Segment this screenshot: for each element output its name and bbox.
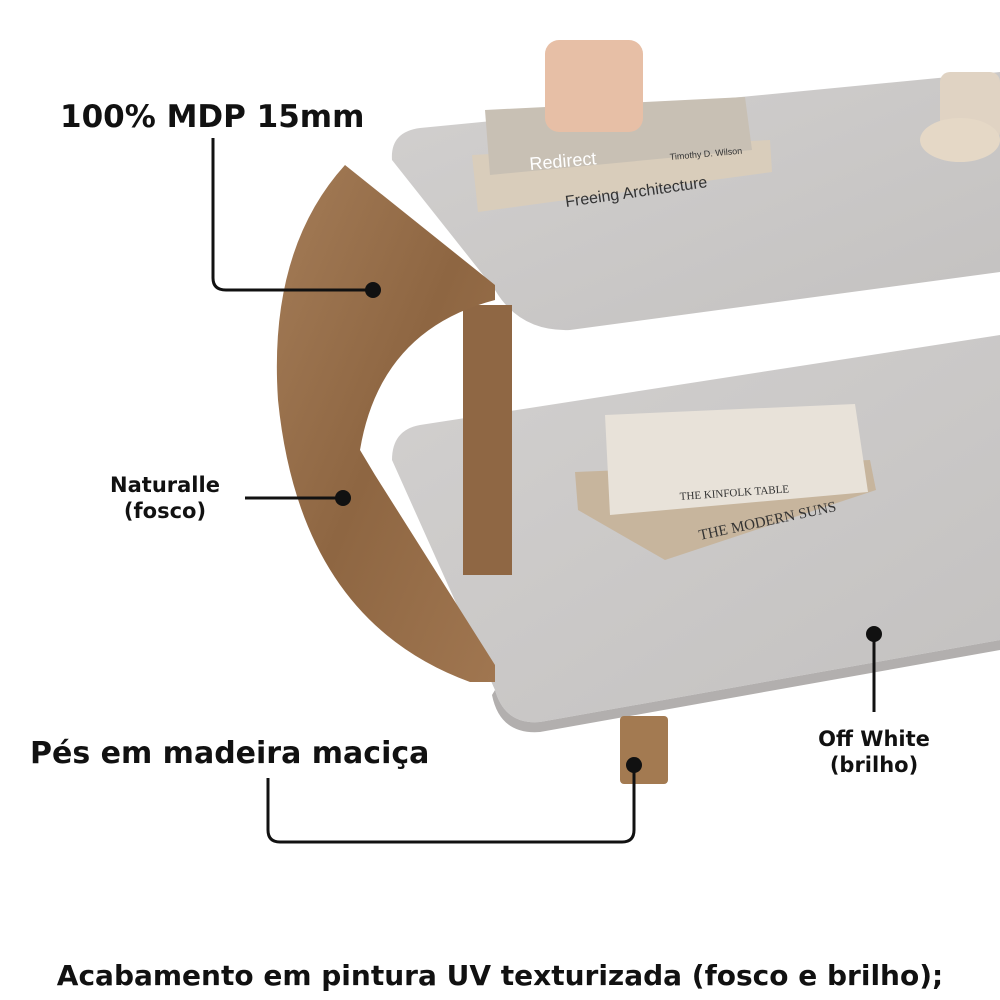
wood-finish-name: Naturalle: [110, 473, 220, 497]
lower-books: THE KINFOLK TABLE THE MODERN SUNS: [575, 404, 876, 560]
wood-side-panel: [276, 165, 495, 682]
feet-label: Pés em madeira maciça: [30, 736, 430, 771]
footer-caption: Acabamento em pintura UV texturizada (fo…: [56, 959, 944, 992]
material-label: 100% MDP 15mm: [60, 99, 365, 135]
vase: [545, 40, 643, 132]
callout-dots: [335, 282, 882, 773]
wood-finish-type: (fosco): [123, 499, 207, 524]
paint-finish-label: Off White (brilho): [794, 726, 954, 779]
wood-foot: [620, 716, 668, 784]
wood-post: [463, 305, 512, 575]
wood-finish-label: Naturalle (fosco): [90, 472, 240, 525]
callout-lines: [211, 138, 876, 844]
top-books: Redirect Timothy D. Wilson Freeing Archi…: [472, 40, 1000, 212]
paint-finish-name: Off White: [818, 727, 930, 751]
paint-finish-type: (brilho): [829, 753, 919, 778]
